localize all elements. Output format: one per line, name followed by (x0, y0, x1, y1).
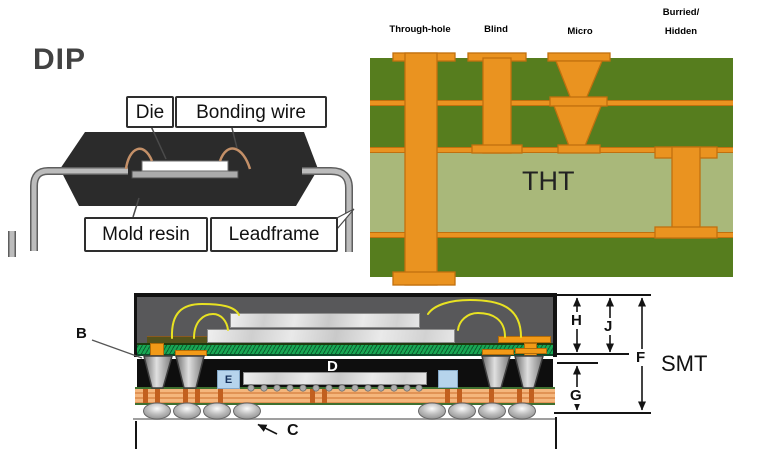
die-attach-pad-left (147, 336, 207, 344)
tht-label: THT (522, 166, 575, 196)
smt-bond-wires (170, 298, 522, 339)
dip-lead-left (30, 167, 128, 251)
dip-bond-wire-right (218, 147, 252, 170)
substrate-via-bar (195, 389, 200, 403)
callout-d: D (327, 358, 338, 375)
substrate-via-bar (218, 389, 223, 403)
bonding-wire-leader (230, 123, 238, 149)
callout-b-leader (91, 339, 143, 359)
smt-vector-parts (91, 294, 651, 449)
bond-wire (170, 302, 240, 339)
bottom-package-substrate (135, 389, 555, 403)
substrate-via-bar (445, 389, 450, 403)
dip-die-pad (131, 170, 239, 179)
bump-pad (515, 348, 547, 354)
solder-ball (143, 402, 171, 420)
substrate-via-bar (143, 389, 148, 403)
micro-label: Micro (567, 26, 593, 37)
blind-via (467, 52, 527, 154)
substrate-via-bar (489, 389, 494, 403)
smt-label: SMT (661, 351, 708, 376)
solder-bump (143, 355, 173, 389)
bga-balls (143, 402, 536, 420)
dimension-ref-lines (135, 294, 651, 449)
bump-pad (482, 349, 514, 355)
flip-chip-bumps (247, 384, 423, 392)
dip-package-drawing (8, 123, 355, 257)
dip-bond-wire-left (124, 147, 154, 170)
callout-b: B (76, 325, 87, 342)
smt-left-edge (134, 293, 137, 357)
motherboard-line (133, 418, 557, 420)
dim-label-h: H (569, 312, 584, 329)
leadframe-label-box: Leadframe (210, 217, 338, 252)
bonding-wire-label-box: Bonding wire (175, 96, 327, 128)
solder-bump (514, 355, 544, 389)
die-leader (149, 123, 167, 160)
solder-bump (481, 355, 511, 389)
lower-die (207, 329, 455, 343)
bond-wire (427, 298, 522, 338)
dim-label-j: J (602, 318, 615, 335)
dip-lead-right (302, 167, 353, 252)
blind-label: Blind (484, 24, 508, 35)
through-hole-via (392, 52, 456, 286)
solder-ball (478, 402, 506, 420)
dip-die (141, 160, 229, 172)
through-hole-label: Through-hole (389, 24, 451, 35)
buried-label-line1: Burried/ (662, 7, 700, 18)
substrate-via-bar (310, 389, 315, 403)
upper-die (230, 313, 420, 328)
buried-via (654, 146, 718, 239)
dim-label-g: G (568, 387, 584, 404)
dim-label-f: F (634, 349, 648, 366)
solder-ball (173, 402, 201, 420)
bond-pad-strip-right (498, 336, 551, 343)
mold-resin-leader (132, 197, 140, 218)
bond-wire (193, 312, 229, 339)
callout-c: C (287, 422, 299, 439)
die-label-box: Die (126, 96, 174, 128)
top-package-substrate (137, 343, 553, 356)
bottom-substrate-mask-bottom (135, 403, 555, 405)
micro-via (547, 52, 611, 154)
substrate-via-bar (529, 389, 534, 403)
buried-label: Burried/ Hidden (645, 3, 717, 41)
substrate-via-bar (457, 389, 462, 403)
passive-component-right (438, 370, 458, 388)
solder-ball (448, 402, 476, 420)
buried-label-line2: Hidden (664, 26, 698, 37)
pcb-vias (392, 52, 718, 286)
smt-right-edge (553, 293, 557, 357)
callout-e: E (224, 373, 233, 386)
bond-wire (457, 311, 506, 338)
solder-ball (233, 402, 261, 420)
dip-title: DIP (33, 43, 87, 76)
solder-ball (508, 402, 536, 420)
pcb-copper-trace-2 (370, 147, 733, 153)
passive-component-left: E (217, 370, 240, 389)
solder-bump (175, 355, 205, 389)
substrate-via-bar (322, 389, 327, 403)
substrate-via-bar (183, 389, 188, 403)
substrate-via-bar (155, 389, 160, 403)
mold-resin-label-box: Mold resin (84, 217, 208, 252)
pcb-copper-trace-3 (370, 232, 733, 238)
solder-bumps (143, 355, 544, 389)
bottom-die (243, 372, 427, 385)
solder-ball (418, 402, 446, 420)
smt-top-outline (135, 293, 557, 297)
solder-ball (203, 402, 231, 420)
callout-c-arrow (257, 423, 278, 435)
substrate-via-bar (517, 389, 522, 403)
